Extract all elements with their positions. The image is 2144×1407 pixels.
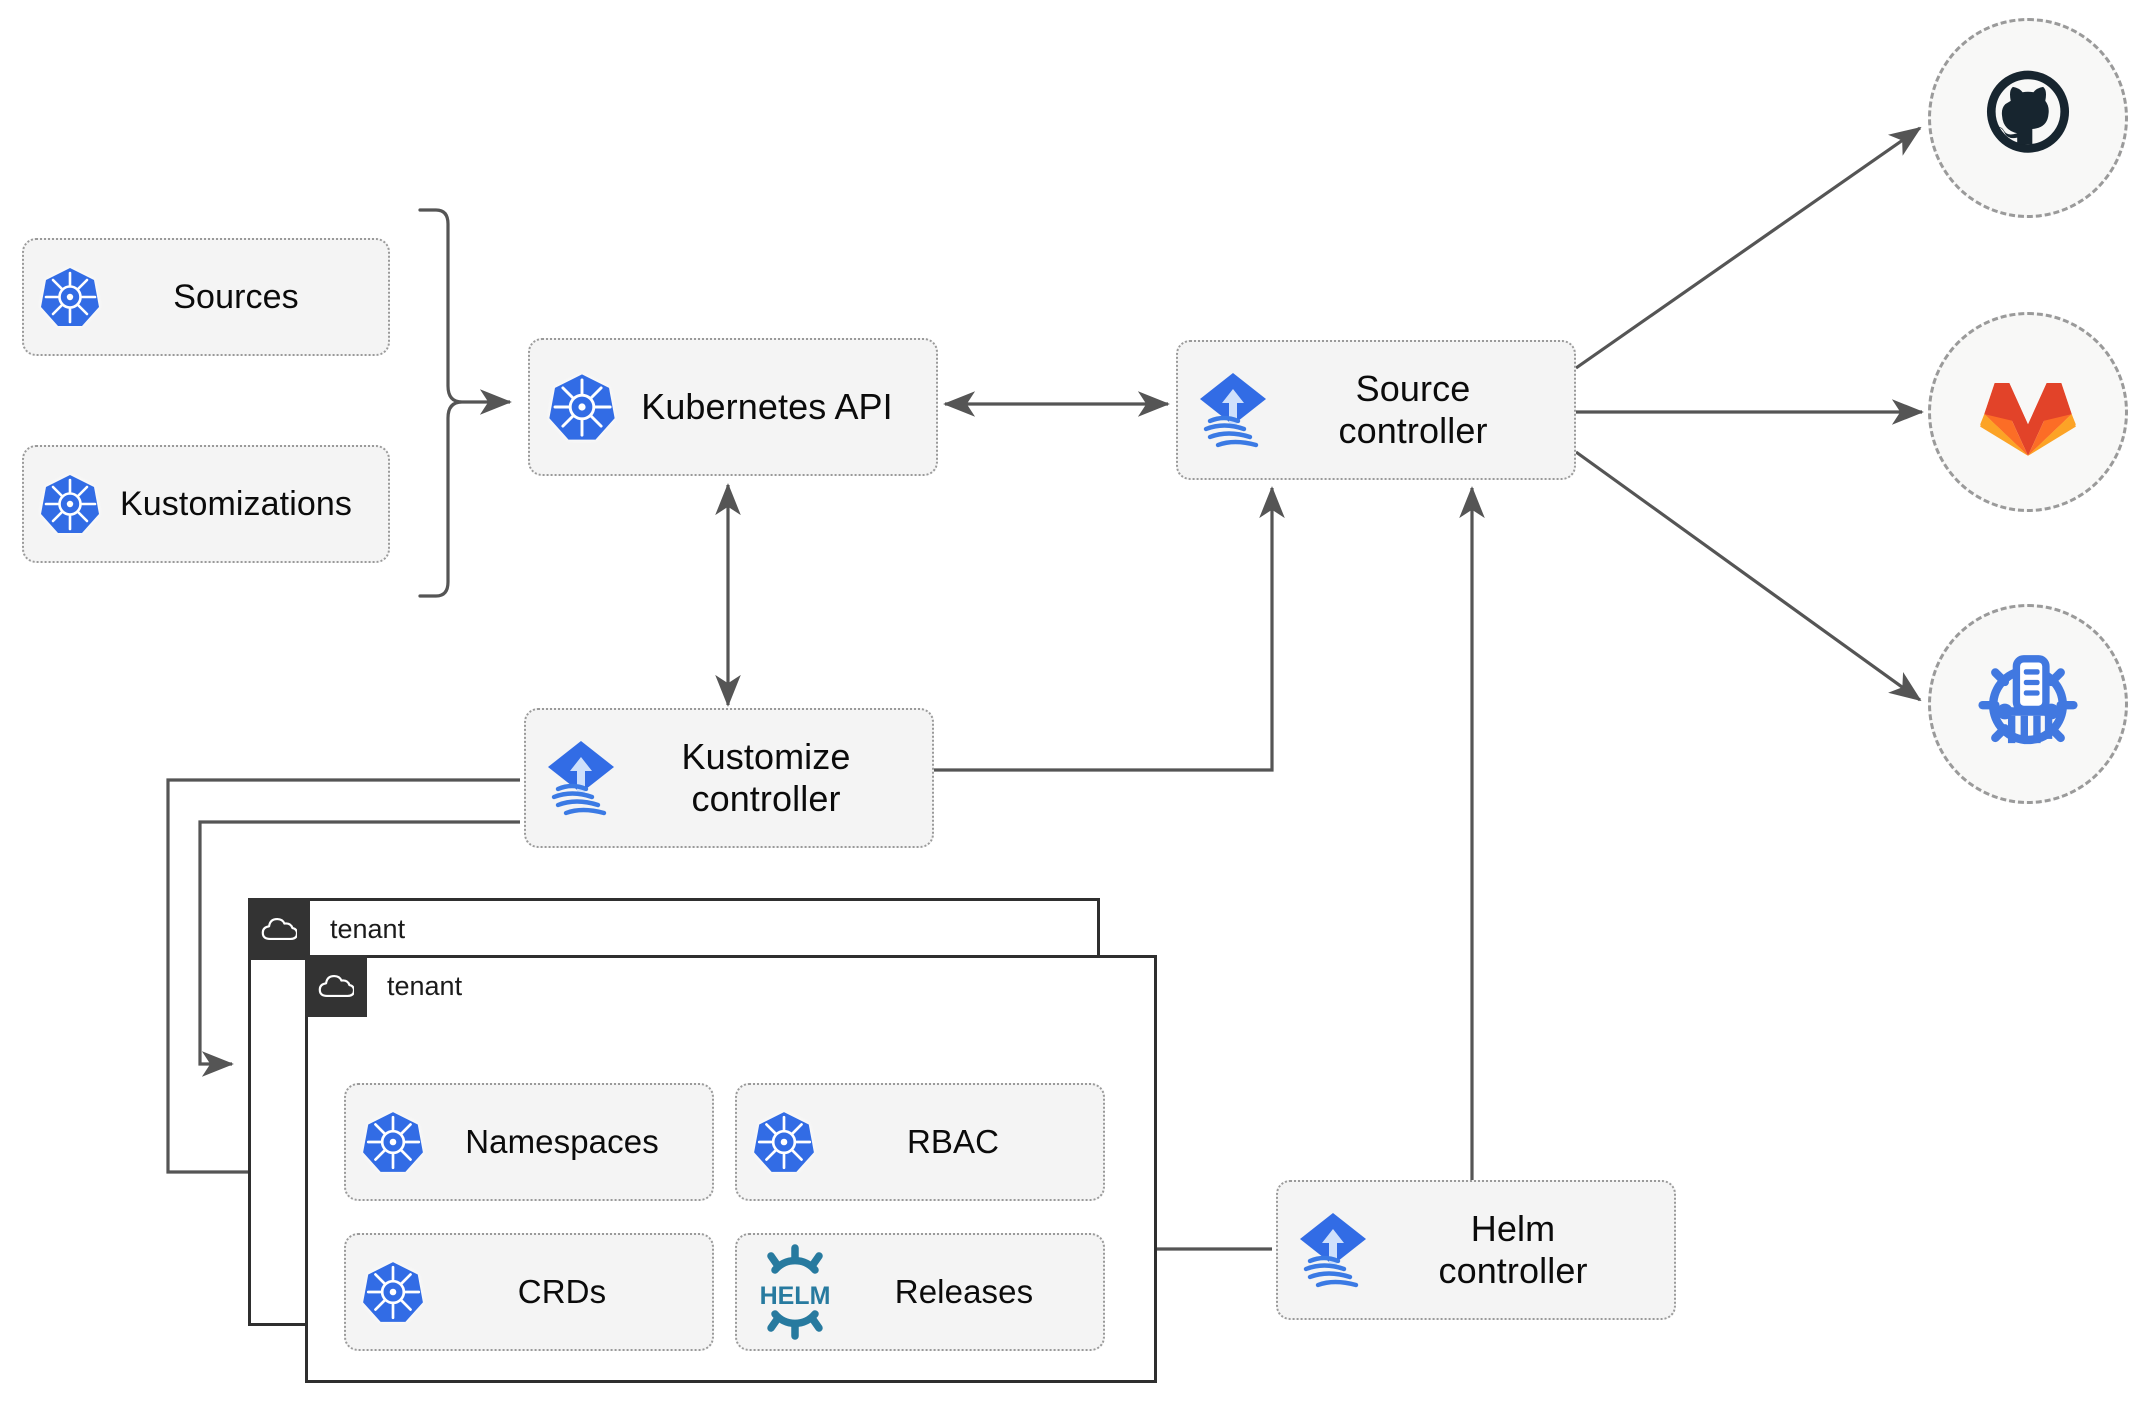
- cloud-icon: [305, 955, 367, 1017]
- node-kustomize-controller[interactable]: Kustomize controller: [524, 708, 934, 848]
- kubernetes-icon: [751, 1109, 817, 1175]
- resource-label: RBAC: [906, 1122, 1000, 1160]
- node-label: Kustomizations: [120, 484, 352, 523]
- kubernetes-icon: [546, 371, 618, 443]
- resource-crds[interactable]: CRDs: [344, 1233, 714, 1351]
- tenant-label: tenant: [387, 970, 463, 1001]
- resource-label: CRDs: [517, 1272, 607, 1310]
- kubernetes-icon: [38, 472, 102, 536]
- node-label: Source controller: [1338, 367, 1488, 451]
- node-label: Kustomize controller: [681, 735, 851, 819]
- github-icon: [1974, 62, 2082, 175]
- cloud-icon: [248, 898, 310, 960]
- node-helm-controller[interactable]: Helm controller: [1276, 1180, 1676, 1320]
- helm-icon: HELM: [751, 1244, 839, 1340]
- tenant-label: tenant: [330, 913, 406, 944]
- node-label: Sources: [173, 277, 299, 316]
- flux-icon: [542, 737, 620, 819]
- helm-icon-text: HELM: [760, 1282, 831, 1310]
- kubernetes-icon: [38, 265, 102, 329]
- repo-github[interactable]: [1928, 18, 2128, 218]
- tenant-container-inner[interactable]: tenant: [305, 955, 1157, 1383]
- kubernetes-icon: [360, 1259, 426, 1325]
- flux-icon: [1194, 369, 1272, 451]
- repo-helm-repository[interactable]: [1928, 604, 2128, 804]
- resource-releases[interactable]: HELM Releases: [735, 1233, 1105, 1351]
- repo-gitlab[interactable]: [1928, 312, 2128, 512]
- node-label: Kubernetes API: [641, 385, 893, 427]
- tenant-header: tenant: [248, 898, 405, 960]
- node-sources[interactable]: Sources: [22, 238, 390, 356]
- resource-namespaces[interactable]: Namespaces: [344, 1083, 714, 1201]
- node-kustomizations[interactable]: Kustomizations: [22, 445, 390, 563]
- node-label: Helm controller: [1438, 1207, 1588, 1291]
- resource-rbac[interactable]: RBAC: [735, 1083, 1105, 1201]
- kubernetes-icon: [360, 1109, 426, 1175]
- helm-repository-icon: [1970, 644, 2086, 765]
- node-kubernetes-api[interactable]: Kubernetes API: [528, 338, 938, 476]
- tenant-header: tenant: [305, 955, 462, 1017]
- gitlab-icon: [1976, 360, 2080, 465]
- resource-label: Releases: [894, 1272, 1034, 1310]
- resource-label: Namespaces: [465, 1122, 659, 1160]
- flux-icon: [1294, 1209, 1372, 1291]
- node-source-controller[interactable]: Source controller: [1176, 340, 1576, 480]
